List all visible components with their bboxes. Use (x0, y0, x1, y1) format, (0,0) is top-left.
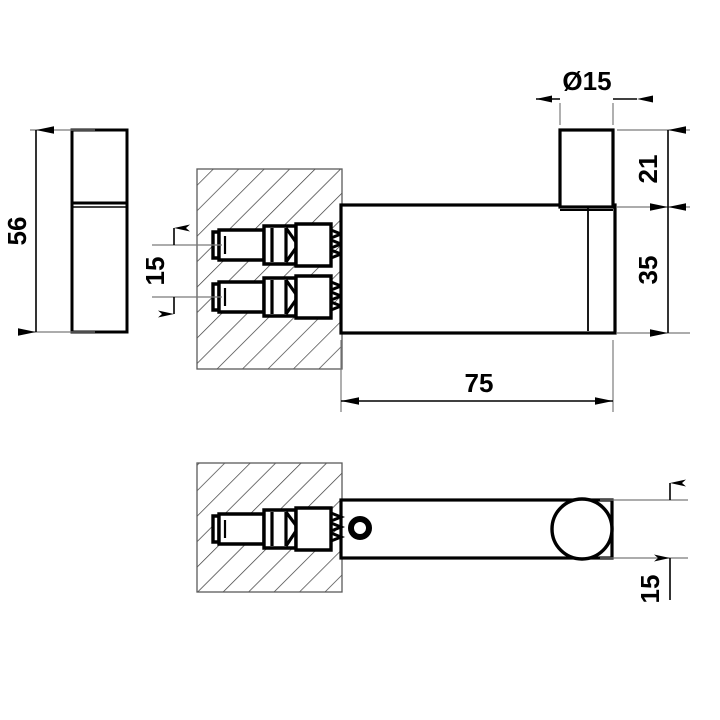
dim-label-21: 21 (633, 155, 663, 184)
wall-anchor-upper (211, 222, 346, 268)
side-view (70, 128, 129, 334)
front-section-wall (196, 168, 343, 370)
hook-upright-outline (558, 128, 615, 209)
dimension-arm-35: 35 (617, 203, 690, 337)
hook-arm-outline (339, 203, 617, 335)
side-view-plate-outline (70, 128, 129, 334)
hook-plan-end-circle (550, 497, 614, 561)
anchor-upper-collar (294, 222, 333, 268)
hook-front-view (339, 128, 617, 335)
anchor-lower-expansion (262, 276, 298, 318)
anchor-plan-expansion (262, 508, 298, 550)
dim-label-56: 56 (2, 217, 32, 246)
hook-plan-view (339, 497, 614, 561)
dimension-anchor-spacing-15: 15 (140, 224, 222, 318)
dim-label-anchor-spacing-15: 15 (140, 257, 170, 286)
dim-label-35: 35 (633, 256, 663, 285)
wall-top-hatch (197, 169, 342, 369)
dim-label-75: 75 (465, 368, 494, 398)
dim-label-plan-width-15: 15 (635, 575, 665, 604)
anchor-plan-thread (330, 511, 346, 543)
anchor-lower-collar (294, 274, 333, 320)
dimension-upright-21: 21 (617, 126, 690, 211)
dimension-height-56: 56 (2, 126, 95, 336)
anchor-upper-expansion (262, 224, 298, 266)
dimension-plan-width-15: 15 (600, 479, 688, 604)
wall-anchor-lower (211, 274, 346, 320)
anchor-plan-collar (294, 506, 333, 552)
dimension-projection-75: 75 (340, 340, 614, 412)
dim-label-diameter-15: Ø15 (562, 66, 611, 96)
wall-anchor-plan (211, 506, 346, 552)
dimension-diameter-15: Ø15 (536, 66, 653, 125)
screw-head-circle (348, 516, 372, 540)
